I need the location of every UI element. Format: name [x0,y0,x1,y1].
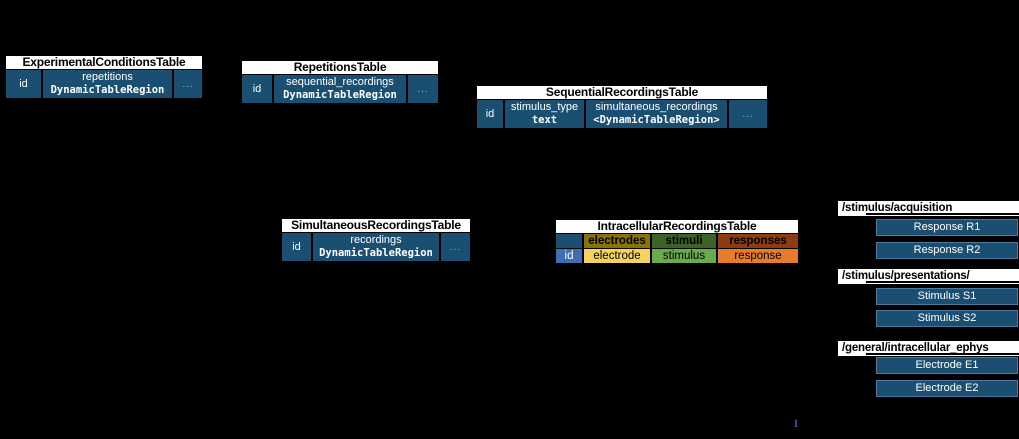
group-general-intracellular-ephys: /general/intracellular_ephys Electrode E… [838,341,1019,397]
box-stimulus-s1: Stimulus S1 [876,288,1018,305]
cell-category-blank [556,234,582,248]
box-response-r1: Response R1 [876,219,1018,236]
group-stimulus-presentations: /stimulus/presentations/ Stimulus S1 Sti… [838,269,1019,327]
cell-id: id [242,75,272,103]
cell-id: id [282,233,311,261]
cell-ellipsis: ... [729,100,767,128]
cell-electrode: electrode [584,249,650,263]
cell-ellipsis: ... [174,70,202,98]
cell-ellipsis: ... [408,75,438,103]
table-title: IntracellularRecordingsTable [556,220,798,233]
group-stimulus-acquisition: /stimulus/acquisition Response R1 Respon… [838,201,1019,259]
group-label: /general/intracellular_ephys [838,341,1019,356]
cell-stimulus-type: stimulus_type text [505,100,584,128]
table-simultaneous-recordings: SimultaneousRecordingsTable id recording… [282,219,470,261]
table-title: SequentialRecordingsTable [477,86,767,99]
box-stimulus-s2: Stimulus S2 [876,310,1018,327]
cell-stimulus: stimulus [652,249,716,263]
cell-sequential-recordings: sequential_recordings DynamicTableRegion [274,75,406,103]
table-intracellular-recordings: IntracellularRecordingsTable electrodes … [556,220,798,263]
label-underline [866,281,1019,283]
table-title: ExperimentalConditionsTable [6,56,202,69]
label-underline [866,353,1019,355]
cell-ellipsis: ... [441,233,470,261]
cell-category-electrodes: electrodes [584,234,650,248]
cell-category-stimuli: stimuli [652,234,716,248]
label-underline [866,213,1019,215]
cell-recordings: recordings DynamicTableRegion [313,233,439,261]
cell-id: id [556,249,582,263]
cell-category-responses: responses [718,234,798,248]
cell-response: response [718,249,798,263]
box-electrode-e1: Electrode E1 [876,357,1018,374]
table-experimental-conditions: ExperimentalConditionsTable id repetitio… [6,56,202,98]
group-label: /stimulus/acquisition [838,201,1019,216]
page-marker: 1 [793,416,799,430]
group-label: /stimulus/presentations/ [838,269,1019,284]
table-title: SimultaneousRecordingsTable [282,219,470,232]
cell-id: id [6,70,41,98]
box-response-r2: Response R2 [876,242,1018,259]
box-electrode-e2: Electrode E2 [876,380,1018,397]
table-sequential-recordings: SequentialRecordingsTable id stimulus_ty… [477,86,767,128]
table-repetitions: RepetitionsTable id sequential_recording… [242,61,438,103]
cell-id: id [477,100,503,128]
table-title: RepetitionsTable [242,61,438,74]
cell-repetitions: repetitions DynamicTableRegion [43,70,172,98]
cell-simultaneous-recordings: simultaneous_recordings <DynamicTableReg… [586,100,727,128]
